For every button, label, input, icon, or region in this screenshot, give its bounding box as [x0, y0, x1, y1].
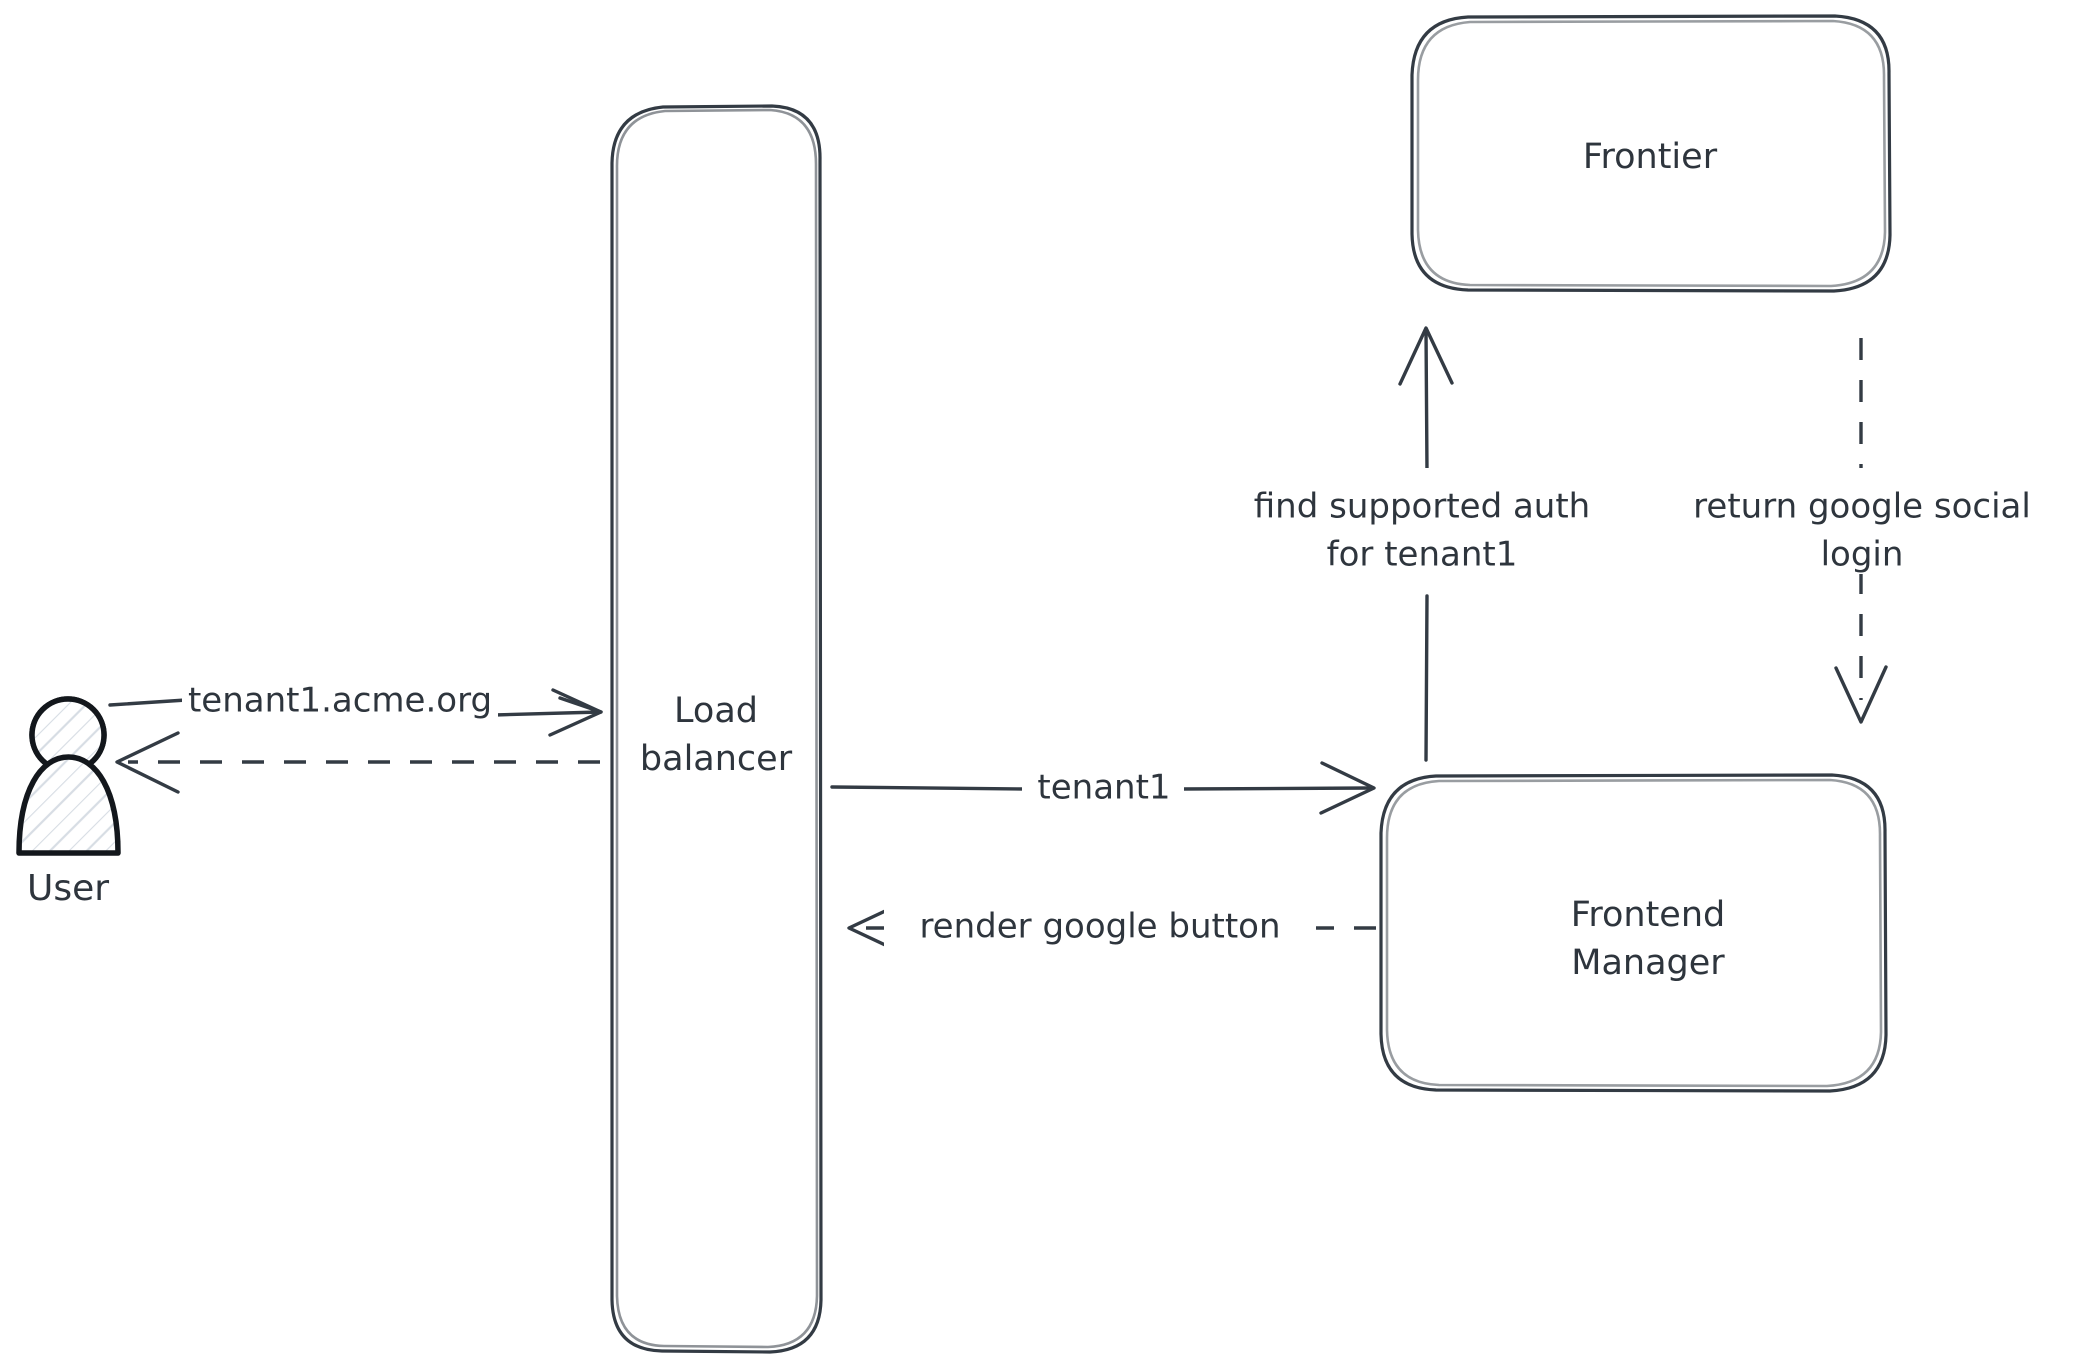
edge-load-balancer-to-frontend-manager: tenant1 — [830, 761, 1376, 815]
edge-frontend-manager-to-load-balancer: render google button — [847, 902, 1376, 954]
edge-label-backdrop — [1648, 468, 2076, 574]
edge-label-user-to-lb: tenant1.acme.org — [188, 681, 492, 721]
edge-label-backdrop — [884, 902, 1316, 954]
edge-frontier-to-frontend-manager: return google social login — [1648, 338, 2076, 724]
edge-frontend-manager-to-frontier: find supported auth for tenant1 — [1212, 326, 1632, 762]
edge-label-lb-to-fm: tenant1 — [1037, 768, 1170, 808]
frontier-label: Frontier — [1583, 137, 1718, 177]
edge-label-frontier-to-fm-line1: return google social — [1693, 487, 2031, 527]
node-load-balancer[interactable]: Load balancer — [610, 104, 823, 1354]
edge-label-fm-to-frontier-line2: for tenant1 — [1327, 535, 1518, 575]
edge-user-to-load-balancer: tenant1.acme.org — [108, 678, 603, 737]
edge-label-backdrop — [1212, 468, 1632, 574]
user-label: User — [27, 868, 109, 909]
person-icon — [16, 696, 121, 856]
node-frontend-manager[interactable]: Frontend Manager — [1379, 773, 1888, 1093]
edge-label-fm-to-lb: render google button — [919, 907, 1280, 947]
frontend-manager-label-line2: Manager — [1571, 943, 1725, 983]
edge-label-fm-to-frontier-line1: find supported auth — [1254, 487, 1590, 527]
edge-label-backdrop — [182, 678, 498, 728]
frontend-manager-label-line1: Frontend — [1571, 895, 1725, 935]
node-user[interactable]: User — [16, 696, 121, 909]
edge-load-balancer-to-user — [115, 731, 600, 794]
load-balancer-label-line1: Load — [674, 691, 758, 731]
edge-label-backdrop — [1022, 763, 1184, 813]
edge-label-frontier-to-fm-line2: login — [1821, 535, 1904, 575]
node-frontier[interactable]: Frontier — [1410, 14, 1892, 293]
load-balancer-label-line2: balancer — [640, 739, 793, 779]
